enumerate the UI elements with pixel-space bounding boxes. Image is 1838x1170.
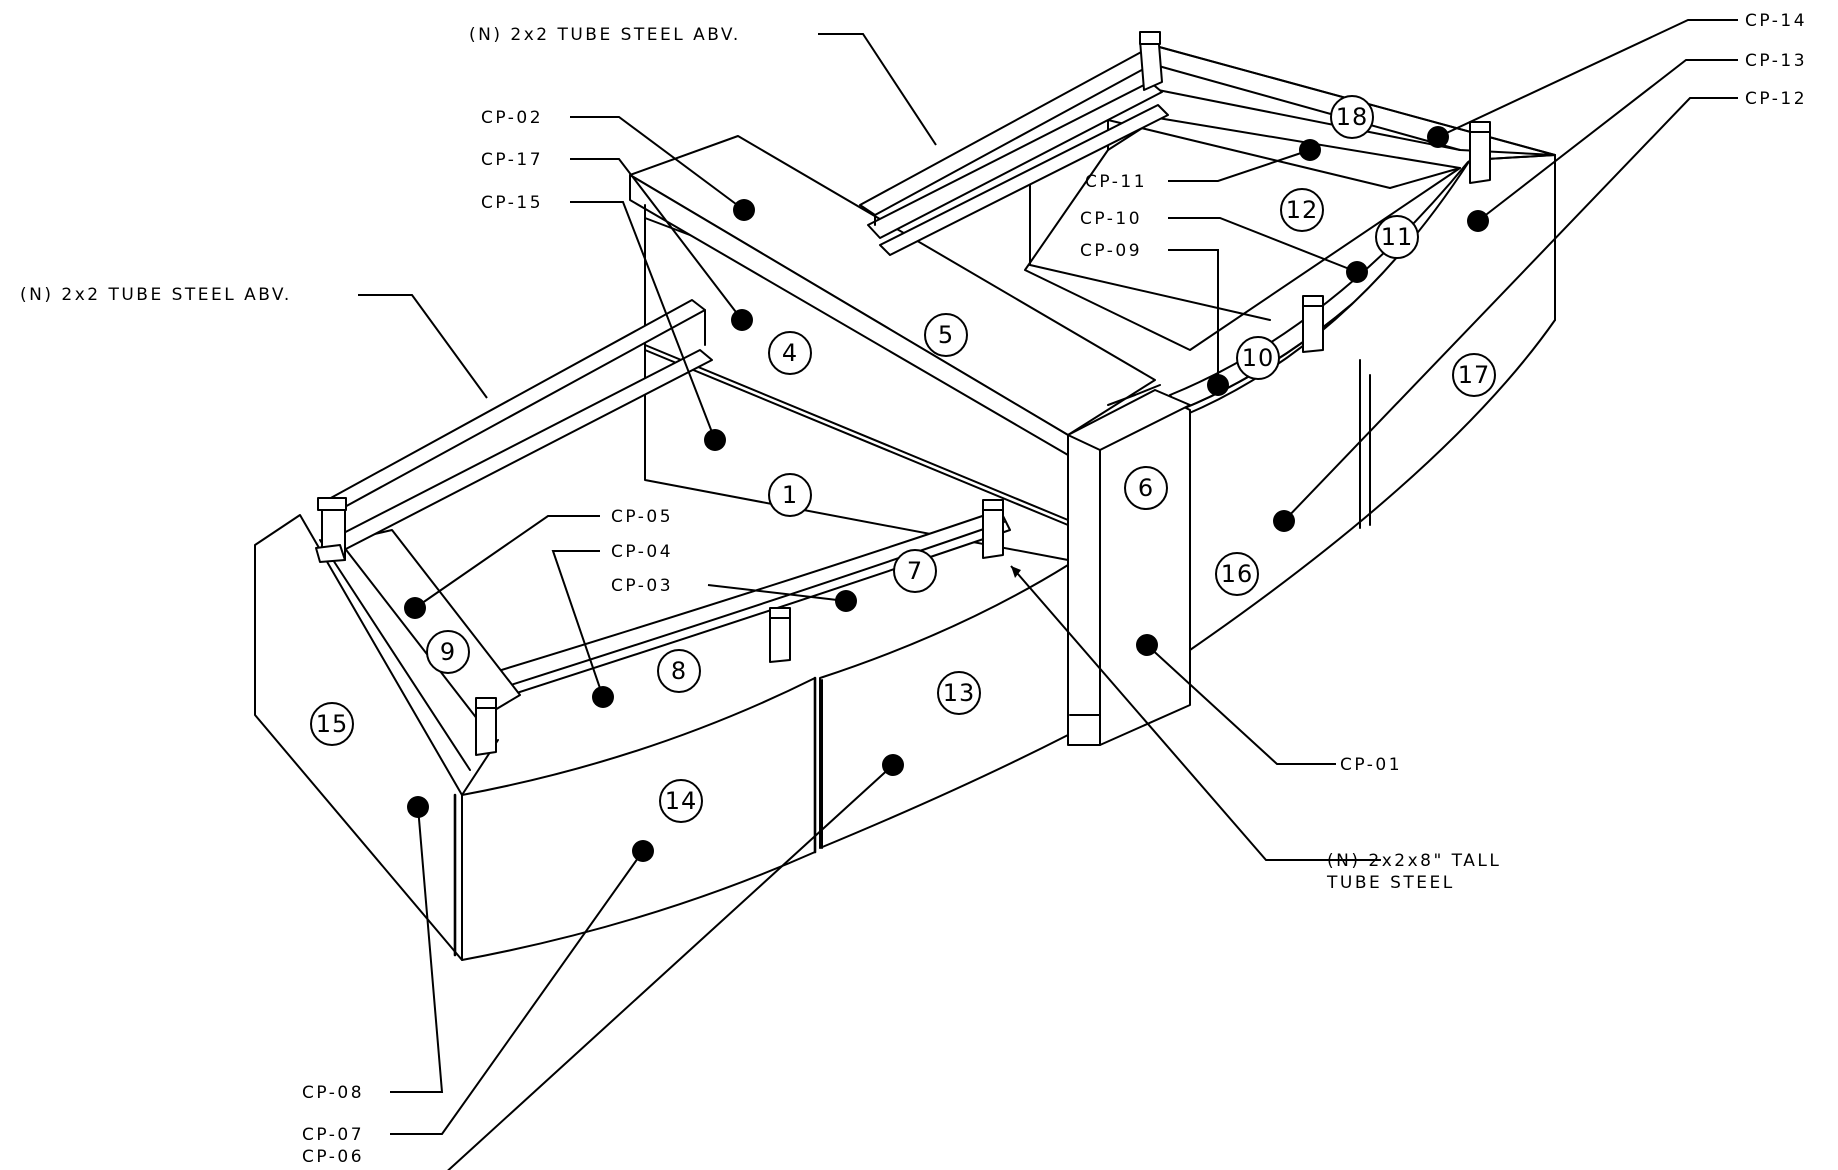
svg-text:11: 11 — [1381, 223, 1414, 251]
panel-11-bubble: 11 — [1375, 215, 1419, 259]
cp06-dot — [882, 754, 904, 776]
panel-18-bubble: 18 — [1330, 95, 1374, 139]
cp17-dot — [731, 309, 753, 331]
cp07-label: CP-07 — [302, 1125, 364, 1145]
panel-1-bubble: 1 — [768, 473, 812, 517]
cp14-label: CP-14 — [1745, 11, 1807, 31]
svg-text:5: 5 — [938, 321, 954, 349]
panel-13-bubble: 13 — [937, 671, 981, 715]
cp08-dot — [407, 796, 429, 818]
tube-steel-top-note: (N) 2x2 TUBE STEEL ABV. — [469, 25, 741, 45]
cp15-dot — [704, 429, 726, 451]
cp04-dot — [592, 686, 614, 708]
cp09-dot — [1207, 374, 1229, 396]
cp12-dot — [1273, 510, 1295, 532]
cp01-label: CP-01 — [1340, 755, 1402, 775]
callout-labels: (N) 2x2 TUBE STEEL ABV. (N) 2x2 TUBE STE… — [20, 11, 1807, 1167]
panel-4-bubble: 4 — [768, 331, 812, 375]
cp10-label: CP-10 — [1080, 209, 1142, 229]
svg-text:6: 6 — [1138, 474, 1154, 502]
panel-15-bubble: 15 — [310, 702, 354, 746]
svg-text:13: 13 — [943, 679, 976, 707]
tall-tube-note-line2: TUBE STEEL — [1326, 873, 1455, 893]
svg-text:10: 10 — [1242, 344, 1275, 372]
cp04-label: CP-04 — [611, 542, 673, 562]
tube-steel-left-note: (N) 2x2 TUBE STEEL ABV. — [20, 285, 292, 305]
svg-text:18: 18 — [1336, 103, 1369, 131]
cp17-label: CP-17 — [481, 150, 543, 170]
cp05-dot — [404, 597, 426, 619]
cp02-dot — [733, 199, 755, 221]
cp15-label: CP-15 — [481, 193, 543, 213]
tall-tube-posts — [475, 121, 1491, 756]
cp10-dot — [1346, 261, 1368, 283]
panel-9-bubble: 9 — [426, 630, 470, 674]
svg-text:7: 7 — [907, 557, 923, 585]
svg-text:12: 12 — [1286, 196, 1319, 224]
svg-text:4: 4 — [782, 339, 798, 367]
svg-text:14: 14 — [665, 787, 698, 815]
panel-12-bubble: 12 — [1280, 188, 1324, 232]
panel-7-bubble: 7 — [893, 549, 937, 593]
cp08-label: CP-08 — [302, 1083, 364, 1103]
cp01-dot — [1136, 634, 1158, 656]
svg-text:8: 8 — [671, 657, 687, 685]
cp12-label: CP-12 — [1745, 89, 1807, 109]
panel-14-bubble: 14 — [659, 779, 703, 823]
panel-10-bubble: 10 — [1236, 336, 1280, 380]
svg-text:16: 16 — [1221, 560, 1254, 588]
panel-17-bubble: 17 — [1452, 353, 1496, 397]
svg-text:15: 15 — [316, 710, 349, 738]
cp03-label: CP-03 — [611, 576, 673, 596]
cp05-label: CP-05 — [611, 507, 673, 527]
tube-steel-rails — [315, 31, 1169, 563]
cp11-dot — [1299, 139, 1321, 161]
cp11-label: CP-11 — [1085, 172, 1147, 192]
cp13-dot — [1467, 210, 1489, 232]
tall-tube-note-line1: (N) 2x2x8" TALL — [1327, 851, 1501, 871]
panel-8-bubble: 8 — [657, 649, 701, 693]
svg-text:1: 1 — [782, 481, 798, 509]
cp09-label: CP-09 — [1080, 241, 1142, 261]
cp07-dot — [632, 840, 654, 862]
cp03-dot — [835, 590, 857, 612]
callout-dots — [404, 126, 1489, 862]
cp14-dot — [1427, 126, 1449, 148]
svg-text:9: 9 — [440, 638, 456, 666]
svg-text:17: 17 — [1458, 361, 1491, 389]
cp02-label: CP-02 — [481, 108, 543, 128]
panel-5-bubble: 5 — [924, 313, 968, 357]
cp13-label: CP-13 — [1745, 51, 1807, 71]
cp06-label: CP-06 — [302, 1147, 364, 1167]
panel-bubbles: 1 4 5 6 7 8 9 10 11 12 13 14 15 16 17 18 — [310, 95, 1496, 823]
panel-6-bubble: 6 — [1124, 466, 1168, 510]
leader-lines — [358, 19, 1738, 1170]
panel-16-bubble: 16 — [1215, 552, 1259, 596]
